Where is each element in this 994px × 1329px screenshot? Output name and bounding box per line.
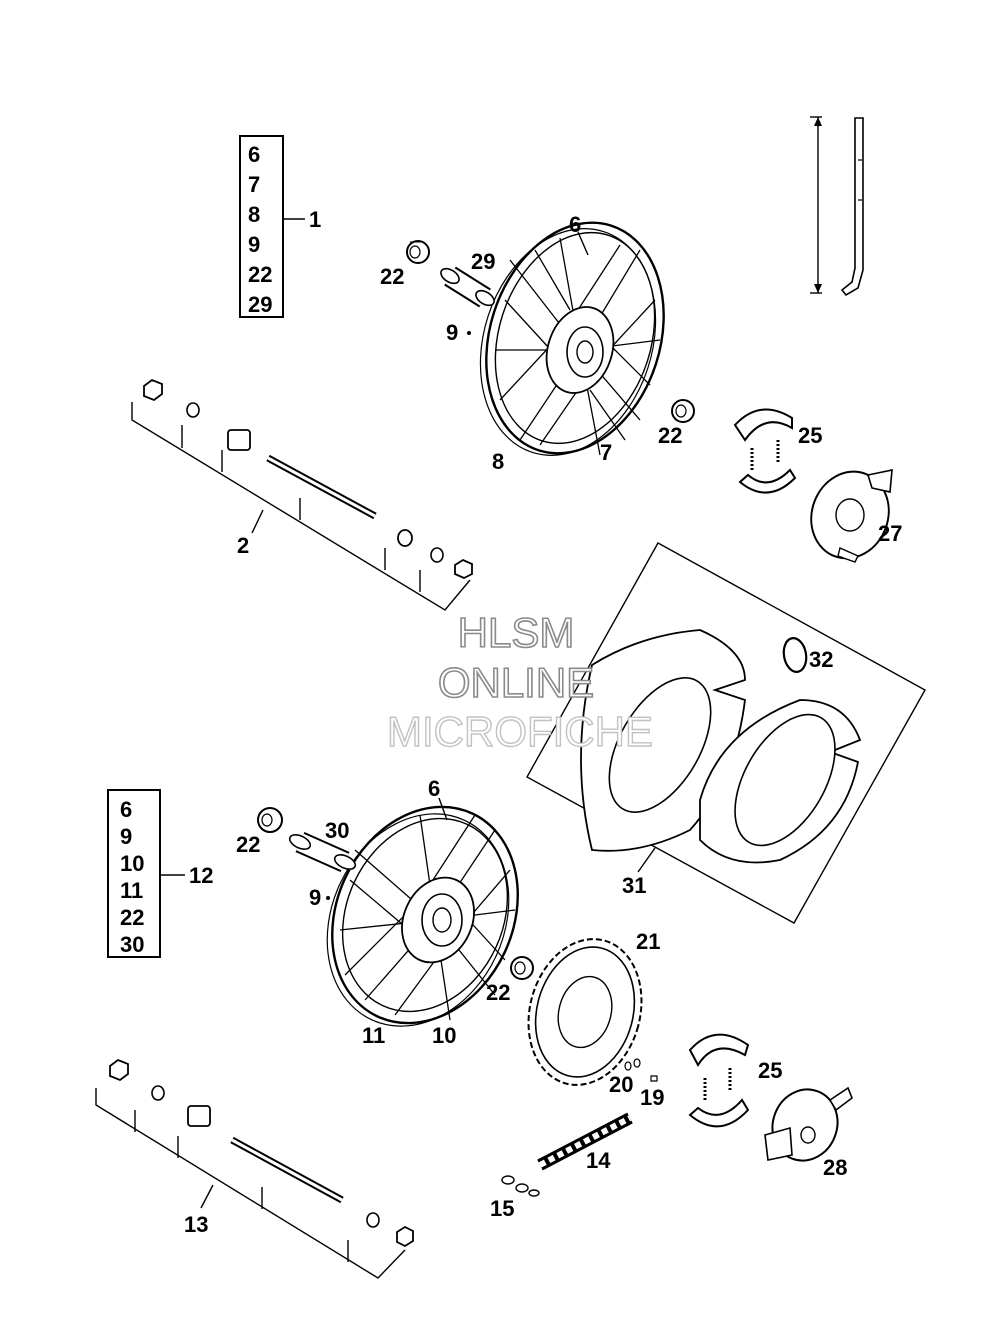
watermark-line-2: ONLINE — [438, 659, 594, 706]
watermark-line-3: MICROFICHE — [387, 708, 653, 755]
kit-item: 30 — [120, 932, 144, 957]
watermark-line-1: HLSM — [458, 609, 575, 656]
callout: 10 — [432, 1023, 456, 1048]
nipple-9 — [326, 896, 330, 900]
callout-12: 12 — [189, 863, 213, 888]
callout: 15 — [490, 1196, 514, 1221]
callout: 22 — [486, 980, 510, 1005]
callout: 11 — [362, 1023, 385, 1048]
callout: 28 — [823, 1155, 847, 1180]
callout: 2 — [237, 533, 249, 558]
kit-item: 22 — [120, 905, 144, 930]
rear-bearing-22-right — [510, 956, 534, 980]
callout: 14 — [586, 1148, 611, 1173]
leader-lines — [200, 231, 589, 1209]
rear-wheel-kit-box: 6 9 10 11 22 30 12 — [107, 789, 213, 958]
rear-bearing-22 — [257, 807, 283, 833]
spacer-30 — [288, 831, 357, 873]
callout: 30 — [325, 818, 349, 843]
callout: 25 — [758, 1058, 782, 1083]
callout: 13 — [184, 1212, 208, 1237]
watermark: HLSM ONLINE MICROFICHE — [386, 608, 653, 756]
callout: 20 — [609, 1072, 633, 1097]
callout: 8 — [492, 449, 504, 474]
callout: 9 — [309, 885, 321, 910]
callout: 25 — [798, 423, 822, 448]
kit-item: 6 — [248, 142, 260, 167]
callout: 21 — [636, 929, 660, 954]
sprocket — [527, 938, 643, 1086]
brake-disc-panel — [526, 542, 926, 924]
rear-axle-assembly — [95, 1058, 414, 1279]
callout-1: 1 — [309, 207, 321, 232]
spacer-29 — [440, 266, 495, 308]
callout: 27 — [878, 521, 902, 546]
front-wheel — [479, 221, 665, 456]
rear-wheel — [326, 805, 519, 1027]
callout: 31 — [622, 873, 646, 898]
front-bearing-22-right — [671, 399, 695, 423]
front-wheel-kit-box: 6 7 8 9 22 29 1 — [239, 135, 321, 318]
callout: 22 — [236, 832, 260, 857]
callout: 22 — [658, 423, 682, 448]
callout: 32 — [809, 647, 833, 672]
kit-item: 9 — [120, 824, 132, 849]
front-brake-shoes — [733, 408, 797, 494]
spoke-drawing — [810, 116, 864, 297]
kit-item: 9 — [248, 232, 260, 257]
callout-labels: 2 6 6 7 8 9 9 10 11 13 14 15 19 20 21 22… — [184, 212, 902, 1237]
callout: 6 — [428, 776, 440, 801]
callout: 6 — [569, 212, 581, 237]
kit-item: 22 — [248, 262, 272, 287]
front-bearing-22 — [406, 240, 430, 264]
drive-chain — [537, 1112, 633, 1171]
callout: 22 — [380, 264, 404, 289]
front-axle-assembly — [131, 378, 473, 611]
callout: 9 — [446, 320, 458, 345]
callout: 29 — [471, 249, 495, 274]
nipple-9 — [467, 331, 471, 335]
sprocket-bolts — [624, 1058, 658, 1082]
kit-item: 8 — [248, 202, 260, 227]
kit-item: 10 — [120, 851, 144, 876]
kit-item: 6 — [120, 797, 132, 822]
kit-item: 29 — [248, 292, 272, 317]
callout: 7 — [600, 440, 612, 465]
rear-brake-shoes — [688, 1033, 750, 1128]
rear-brake-plate — [764, 1086, 853, 1162]
callout: 19 — [640, 1085, 664, 1110]
kit-item: 11 — [120, 878, 143, 903]
chain-link — [501, 1175, 540, 1197]
front-brake-plate — [810, 468, 893, 563]
kit-item: 7 — [248, 172, 260, 197]
